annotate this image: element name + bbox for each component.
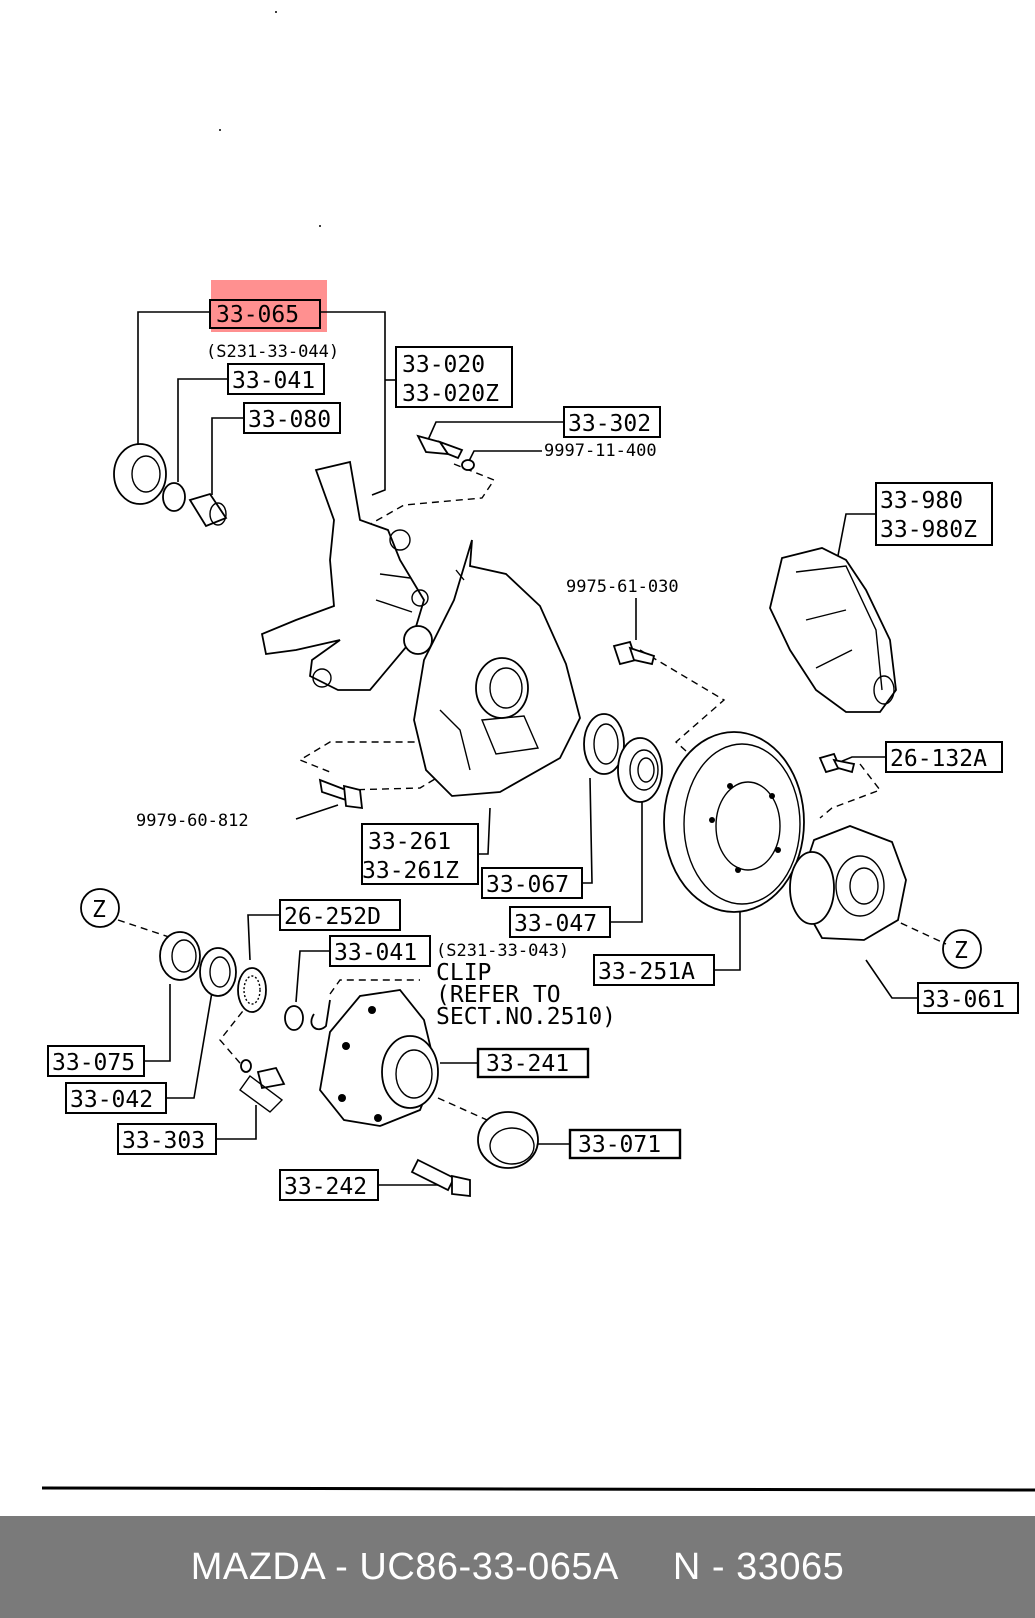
label-33-047[interactable]: 33-047 — [509, 906, 611, 938]
bushing-33-080 — [188, 492, 228, 528]
label-9997-11-400[interactable]: 9997-11-400 — [544, 441, 657, 461]
bolt-33-303 — [239, 1059, 286, 1113]
bearing-33-047 — [617, 737, 663, 803]
label-refer-to: (REFER TO — [436, 982, 561, 1008]
label-33-041-top[interactable]: 33-041 — [227, 363, 325, 395]
bolt-33-242 — [410, 1158, 471, 1198]
svg-text:33-261: 33-261 — [368, 829, 451, 855]
cap-33-071 — [477, 1111, 539, 1169]
svg-text:33-980Z: 33-980Z — [880, 517, 977, 543]
svg-text:26-252D: 26-252D — [284, 904, 381, 930]
svg-text:33-041: 33-041 — [232, 368, 315, 394]
footer-bar: MAZDA - UC86-33-065A N - 33065 — [0, 1516, 1035, 1618]
disc-33-251a — [663, 731, 805, 913]
footer-part-number: MAZDA - UC86-33-065A — [190, 1545, 619, 1588]
svg-text:33-042: 33-042 — [70, 1087, 153, 1113]
svg-text:33-241: 33-241 — [486, 1051, 569, 1077]
seal-33-067 — [583, 713, 625, 775]
label-33-075[interactable]: 33-075 — [47, 1045, 145, 1077]
svg-text:33-067: 33-067 — [486, 872, 569, 898]
label-9979-60-812[interactable]: 9979-60-812 — [136, 811, 249, 831]
svg-text:33-080: 33-080 — [248, 407, 331, 433]
hub-33-061 — [789, 825, 907, 941]
svg-text:Z: Z — [954, 938, 968, 964]
label-26-132a[interactable]: 26-132A — [885, 741, 1003, 773]
label-z-left: Z — [80, 888, 120, 928]
label-33-303[interactable]: 33-303 — [117, 1123, 217, 1155]
bolt-9979-60-812 — [318, 778, 364, 810]
svg-text:33-065: 33-065 — [216, 302, 299, 328]
caliper-33-980 — [769, 547, 897, 713]
svg-text:33-251A: 33-251A — [598, 959, 695, 985]
ring-33-041 — [162, 482, 186, 512]
label-33-061[interactable]: 33-061 — [917, 982, 1019, 1014]
footer-n-number: N - 33065 — [672, 1545, 845, 1588]
svg-text:33-047: 33-047 — [514, 911, 597, 937]
label-33-261[interactable]: 33-261 33-261Z — [361, 823, 479, 885]
bolt-9975-61-030 — [612, 640, 656, 666]
label-33-080[interactable]: 33-080 — [243, 402, 341, 434]
svg-text:33-261Z: 33-261Z — [362, 858, 459, 884]
clip — [310, 999, 331, 1031]
label-z-right: Z — [942, 929, 982, 969]
svg-text:33-061: 33-061 — [922, 987, 1005, 1013]
label-33-241[interactable]: 33-241 — [476, 1047, 590, 1079]
seal-33-075 — [159, 931, 201, 981]
label-s231-33-044: (S231-33-044) — [206, 342, 339, 362]
svg-text:33-075: 33-075 — [52, 1050, 135, 1076]
label-clip: CLIP — [436, 960, 491, 986]
label-s231-33-043: (S231-33-043) — [436, 941, 569, 961]
label-33-065[interactable]: 33-065 — [209, 299, 321, 329]
hub-33-241 — [319, 989, 439, 1127]
knuckle-33-020 — [260, 460, 433, 691]
label-33-251a[interactable]: 33-251A — [593, 954, 715, 986]
svg-text:Z: Z — [92, 897, 106, 923]
label-33-242[interactable]: 33-242 — [279, 1169, 379, 1201]
svg-text:33-242: 33-242 — [284, 1174, 367, 1200]
svg-text:33-303: 33-303 — [122, 1128, 205, 1154]
svg-text:33-302: 33-302 — [568, 411, 651, 437]
svg-text:33-041: 33-041 — [334, 940, 417, 966]
label-33-042[interactable]: 33-042 — [65, 1082, 167, 1114]
label-33-980[interactable]: 33-980 33-980Z — [875, 482, 993, 546]
bottom-rule — [41, 1486, 1035, 1492]
bolt-26-132a — [818, 752, 856, 774]
washer-9997-11-400 — [461, 459, 475, 471]
label-26-252d[interactable]: 26-252D — [279, 899, 401, 931]
label-33-071[interactable]: 33-071 — [568, 1128, 682, 1160]
svg-text:33-020Z: 33-020Z — [402, 381, 499, 407]
label-33-020[interactable]: 33-020 33-020Z — [395, 346, 513, 408]
parts-diagram: 33-065 (S231-33-044) 33-041 33-080 33-02… — [41, 11, 1035, 1492]
ring-33-041-bottom — [284, 1005, 304, 1031]
highlight-box — [211, 280, 327, 332]
svg-text:26-132A: 26-132A — [890, 746, 987, 772]
dust-shield-33-261 — [413, 539, 581, 797]
label-9975-61-030[interactable]: 9975-61-030 — [566, 577, 679, 597]
svg-text:33-071: 33-071 — [578, 1132, 661, 1158]
leader-lines — [137, 311, 918, 1186]
label-sect-no: SECT.NO.2510) — [436, 1004, 616, 1030]
svg-text:33-020: 33-020 — [402, 352, 485, 378]
svg-text:33-980: 33-980 — [880, 488, 963, 514]
bolt-33-302 — [416, 434, 464, 460]
label-33-067[interactable]: 33-067 — [481, 867, 583, 899]
seal-33-065 — [113, 443, 167, 505]
bearing-33-042 — [199, 947, 237, 997]
label-33-041-bottom[interactable]: 33-041 — [329, 935, 431, 967]
label-33-302[interactable]: 33-302 — [563, 406, 661, 438]
sensor-ring-26-252d — [237, 967, 267, 1013]
